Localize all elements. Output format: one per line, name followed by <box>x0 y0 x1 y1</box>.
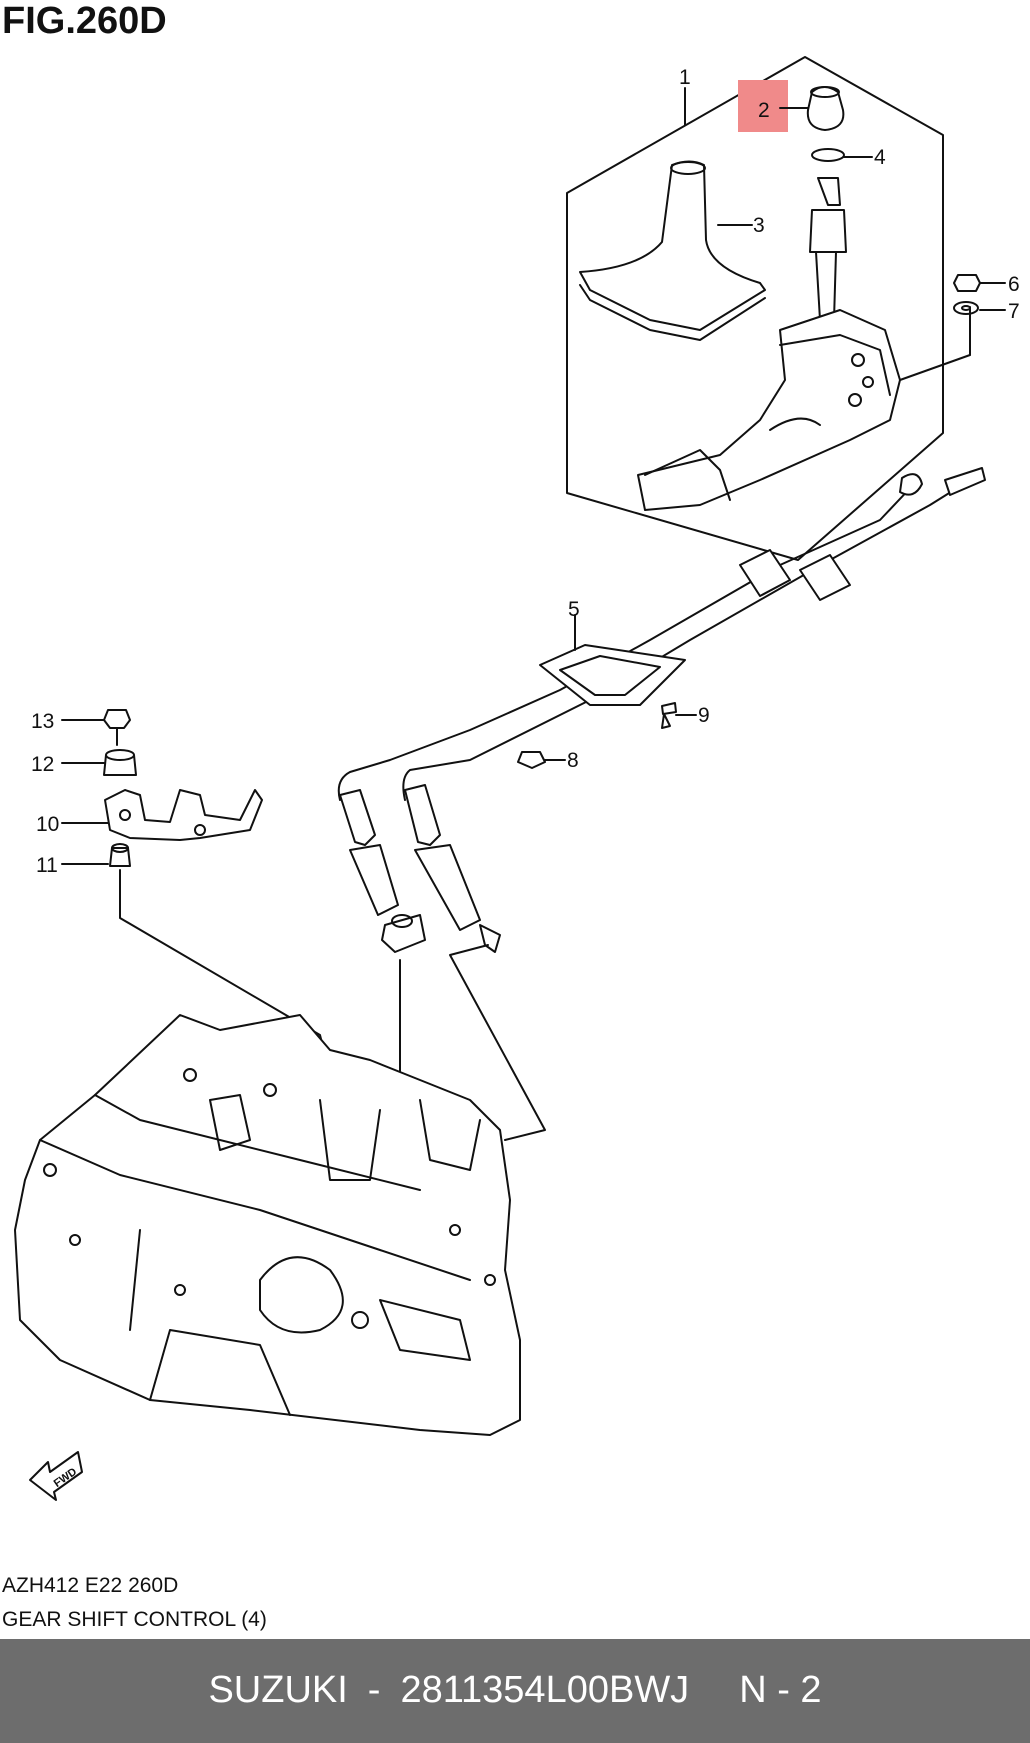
shift-lever-assembly <box>637 177 971 511</box>
assembly-frame <box>566 56 944 561</box>
footer-separator: - <box>367 1669 381 1711</box>
callout-1: 1 <box>679 66 691 89</box>
bolt-9 <box>661 702 697 729</box>
callout-10: 10 <box>36 813 59 836</box>
bracket-10 <box>61 789 263 841</box>
callout-8: 8 <box>567 749 579 772</box>
callout-2: 2 <box>758 99 770 122</box>
washer <box>953 301 1006 315</box>
shift-knob <box>738 80 845 132</box>
callout-3: 3 <box>753 214 765 237</box>
parts-diagram: 1 2 3 4 5 6 7 8 9 10 11 12 13 FWD <box>14 56 1020 1501</box>
figure-title: FIG.260D <box>2 0 167 42</box>
fwd-arrow-icon <box>29 1451 83 1501</box>
callout-11: 11 <box>36 854 58 877</box>
shift-boot <box>579 160 766 341</box>
footer-page: N - 2 <box>739 1669 822 1711</box>
nut <box>953 274 1006 292</box>
bushing-12 <box>61 749 137 776</box>
shift-cables <box>337 467 986 953</box>
diagram-code: AZH412 E22 260D <box>2 1574 179 1597</box>
transmission-housing <box>14 1014 521 1436</box>
leader-cable-end-to-transmission <box>449 944 546 1141</box>
callout-4: 4 <box>874 146 886 169</box>
callout-9: 9 <box>698 704 710 727</box>
highlight-box <box>738 80 788 132</box>
bolt-13 <box>61 709 131 746</box>
callout-5: 5 <box>568 598 580 621</box>
footer-part-number: 2811354L00BWJ <box>400 1669 690 1711</box>
footer-brand: SUZUKI <box>208 1669 348 1711</box>
callout-6: 6 <box>1008 273 1020 296</box>
diagram-name: GEAR SHIFT CONTROL (4) <box>2 1608 267 1631</box>
callout-13: 13 <box>31 710 54 733</box>
clip-nut <box>517 751 566 769</box>
ring <box>811 148 845 162</box>
callout-12: 12 <box>31 753 54 776</box>
callout-7: 7 <box>1008 300 1020 323</box>
bolt-11 <box>61 843 131 867</box>
footer-bar: SUZUKI-2811354L00BWJ N - 2 <box>0 1639 1030 1743</box>
footer-text: SUZUKI-2811354L00BWJ N - 2 <box>0 1669 1030 1712</box>
